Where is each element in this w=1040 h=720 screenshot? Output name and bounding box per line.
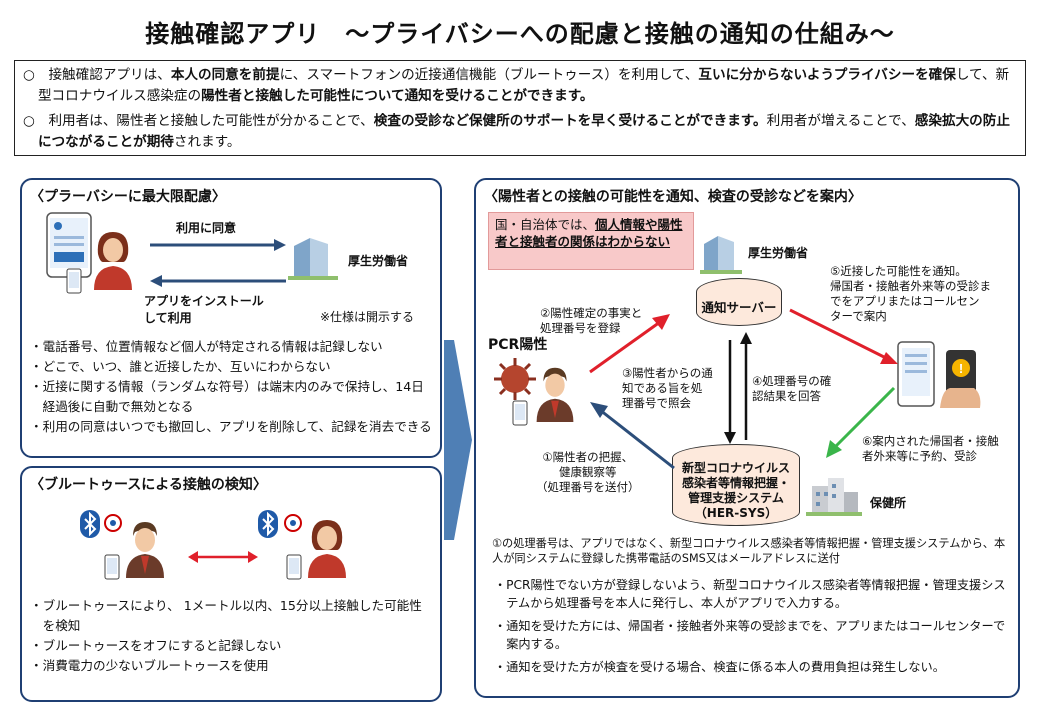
intro-bold: 本人の同意を前提 [170, 67, 280, 83]
bluetooth-panel-title: 〈ブルートゥースによる接触の検知〉 [30, 477, 267, 493]
spec-note: ※仕様は開示する [320, 310, 415, 324]
man-user-icon [536, 367, 574, 422]
pcr-label: PCR陽性 [488, 337, 548, 353]
intro-bold: 検査の受診など保健所のサポートを早く受けることができます。 [373, 113, 767, 129]
intro-text: 接触確認アプリは、 [48, 67, 171, 83]
consent-arrow [150, 239, 286, 251]
install-arrow [150, 275, 286, 287]
step1-arrow [599, 408, 675, 470]
step5-arrowhead [880, 352, 898, 364]
ministry-building-icon [288, 238, 338, 280]
step4-arrowhead [740, 332, 752, 344]
health-center-icon [806, 478, 862, 516]
intro-bold: 感染拡大の防止につながることが期待 [37, 113, 1010, 150]
intro-text: して、新型コロナウイルス感染症の [37, 67, 1010, 104]
bluetooth-icon [80, 510, 100, 538]
intro-bold: 互いに分からないようプライバシーを確保 [698, 67, 956, 83]
woman-user-icon [94, 232, 132, 290]
notice-underlined: 個人情報や陽性者と接触者の関係はわからない [495, 217, 683, 249]
server-label: 通知サーバー [701, 300, 777, 315]
privacy-bullets: ・電話番号、位置情報など個人が特定される情報は記録しない ・どこで、いつ、誰と近… [30, 337, 434, 437]
ministry-building-icon [700, 236, 742, 274]
hersys-label: 新型コロナウイルス 感染者等情報把握・ 管理支援システム （HER-SYS） [681, 461, 790, 520]
bluetooth-icon [258, 510, 278, 538]
notification-bullets: ・PCR陽性でない方が登録しないよう、新型コロナウイルス感染者等情報把握・管理支… [494, 576, 1014, 676]
man-user-icon [126, 522, 164, 578]
list-item: ・どこで、いつ、誰と近接したか、互いにわからない [30, 359, 331, 374]
smartphone-icon [512, 400, 528, 426]
notification-phone-icon: ! [897, 341, 981, 408]
contact-double-arrow [188, 551, 258, 563]
processing-number-note: ①の処理番号は、アプリではなく、新型コロナウイルス感染者等情報把握・管理支援シス… [492, 537, 1006, 565]
step5-label: ⑤近接した可能性を通知。 帰国者・接触者外来等の受診ま でをアプリまたはコールセ… [830, 264, 991, 323]
page-title: 接触確認アプリ ～プライバシーへの配慮と接触の通知の仕組み～ [145, 20, 895, 48]
health-center-label: 保健所 [870, 496, 907, 510]
step2-arrow [589, 320, 661, 374]
step5-arrow [789, 308, 887, 360]
intro-box: ○ 接触確認アプリは、本人の同意を前提に、スマートフォンの近接通信機能（ブルート… [14, 60, 1026, 156]
list-item: ・ブルートゥースをオフにすると記録しない [30, 638, 282, 653]
smartphone-icon [286, 554, 302, 580]
list-item: ・PCR陽性でない方が登録しないよう、新型コロナウイルス感染者等情報把握・管理支… [494, 578, 1006, 610]
smartphone-icon [104, 554, 120, 580]
bullet-circle: ○ [23, 67, 35, 83]
svg-text:!: ! [959, 361, 963, 376]
list-item: ・通知を受けた方が検査を受ける場合、検査に係る本人の費用負担は発生しない。 [494, 660, 945, 674]
privacy-panel-title: 〈プラーバシーに最大限配慮〉 [30, 189, 226, 205]
intro-paragraph-1: ○ 接触確認アプリは、本人の同意を前提に、スマートフォンの近接通信機能（ブルート… [23, 65, 1017, 107]
notice-text: 国・自治体では、 [495, 217, 596, 232]
step1-arrowhead [590, 402, 608, 418]
list-item: ・消費電力の少ないブルートゥースを使用 [30, 658, 269, 673]
smartphone-icon [66, 268, 82, 294]
intro-text: 利用者が増えることで、 [766, 113, 915, 129]
bullet-circle: ○ [23, 113, 35, 129]
list-item: ・電話番号、位置情報など個人が特定される情報は記録しない [30, 339, 383, 354]
step2-arrowhead [652, 314, 670, 330]
mhlw-label: 厚生労働省 [748, 246, 809, 260]
step4-label: ④処理番号の確 認結果を回答 [752, 374, 832, 403]
bluetooth-bullets: ・ブルートゥースにより、 1メートル以内、15分以上接触した可能性を検知 ・ブル… [30, 596, 434, 676]
step1-label: ①陽性者の把握、 健康観察等 （処理番号を送付） [536, 450, 640, 494]
list-item: ・近接に関する情報（ランダムな符号）は端末内のみで保持し、14日経過後に自動で無… [30, 379, 424, 414]
intro-bold: 陽性者と接触した可能性について通知を受けることができます。 [201, 88, 594, 104]
privacy-notice-box: 国・自治体では、個人情報や陽性者と接触者の関係はわからない [488, 212, 694, 270]
notification-panel-title: 〈陽性者との接触の可能性を通知、検査の受診などを案内〉 [484, 189, 862, 205]
list-item: ・利用の同意はいつでも撤回し、アプリを削除して、記録を消去できる [30, 419, 432, 434]
bluetooth-panel [20, 466, 442, 702]
step6-arrowhead [826, 440, 842, 458]
intro-text: 利用者は、陽性者と接触した可能性が分かることで、 [48, 113, 374, 129]
hersys-system: 新型コロナウイルス 感染者等情報把握・ 管理支援システム （HER-SYS） [672, 444, 800, 526]
step3-label: ③陽性者からの通 知である旨を処 理番号で照会 [622, 366, 713, 410]
list-item: ・ブルートゥースにより、 1メートル以内、15分以上接触した可能性を検知 [30, 598, 422, 633]
virus-icon [494, 358, 536, 400]
app-logo-icon [284, 514, 302, 532]
flow-arrows [589, 308, 898, 470]
step3-arrowhead [724, 432, 736, 444]
flow-arrow [444, 340, 472, 540]
app-logo-icon [104, 514, 122, 532]
list-item: ・通知を受けた方には、帰国者・接触者外来等の受診までを、アプリまたはコールセンタ… [494, 619, 1006, 651]
step6-label: ⑥案内された帰国者・接触 者外来等に予約、受診 [862, 434, 999, 463]
notification-server: 通知サーバー [696, 278, 782, 326]
install-label: アプリをインストール して利用 [144, 294, 264, 325]
step6-arrow [832, 386, 896, 450]
step2-label: ②陽性確定の事実と 処理番号を登録 [540, 306, 643, 335]
intro-text: されます。 [173, 134, 241, 150]
consent-label: 利用に同意 [176, 221, 237, 235]
mhlw-label: 厚生労働省 [348, 254, 409, 268]
intro-text: に、スマートフォンの近接通信機能（ブルートゥース）を利用して、 [279, 67, 699, 83]
intro-paragraph-2: ○ 利用者は、陽性者と接触した可能性が分かることで、検査の受診など保健所のサポー… [23, 111, 1017, 153]
woman-user-icon [308, 520, 346, 578]
